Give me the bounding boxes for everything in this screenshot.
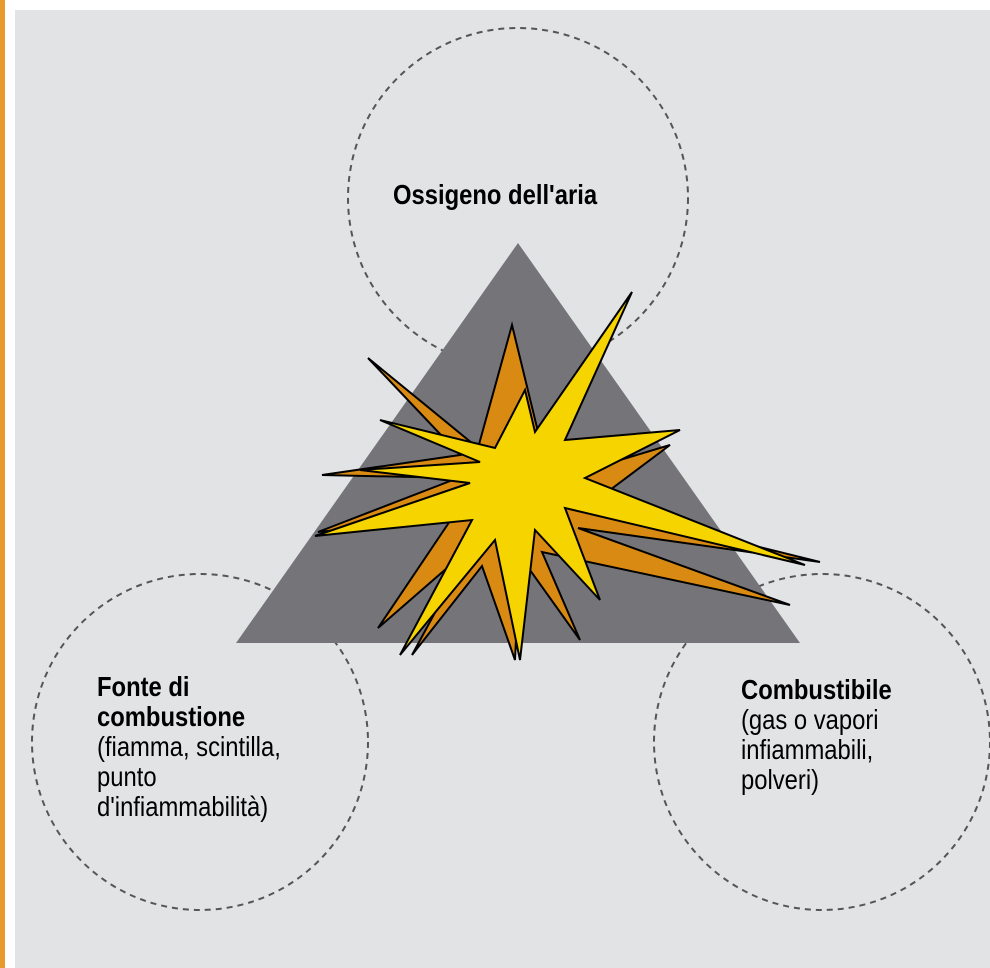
spark-inner-burst (314, 291, 806, 661)
ignition-circle (31, 573, 369, 911)
fuel-detail-line-1: (gas o vapori (741, 704, 879, 735)
ignition-detail-line-2: punto (97, 761, 157, 792)
fuel-detail-line-2: infiammabili, (741, 734, 874, 765)
fuel-label: Combustibile (gas o vapori infiammabili,… (741, 675, 892, 795)
oxygen-title: Ossigeno dell'aria (393, 179, 598, 210)
ignition-detail-line-1: (fiamma, scintilla, (97, 731, 281, 762)
ignition-label: Fonte di combustione (fiamma, scintilla,… (97, 672, 281, 822)
ignition-detail-line-3: d'infiammabilità) (97, 791, 269, 822)
fuel-title: Combustibile (741, 674, 892, 705)
ignition-title-line-2: combustione (97, 701, 246, 732)
accent-rule (0, 0, 5, 968)
ignition-title-line-1: Fonte di (97, 671, 190, 702)
fuel-detail-line-3: polveri) (741, 764, 820, 795)
oxygen-label: Ossigeno dell'aria (393, 180, 597, 210)
